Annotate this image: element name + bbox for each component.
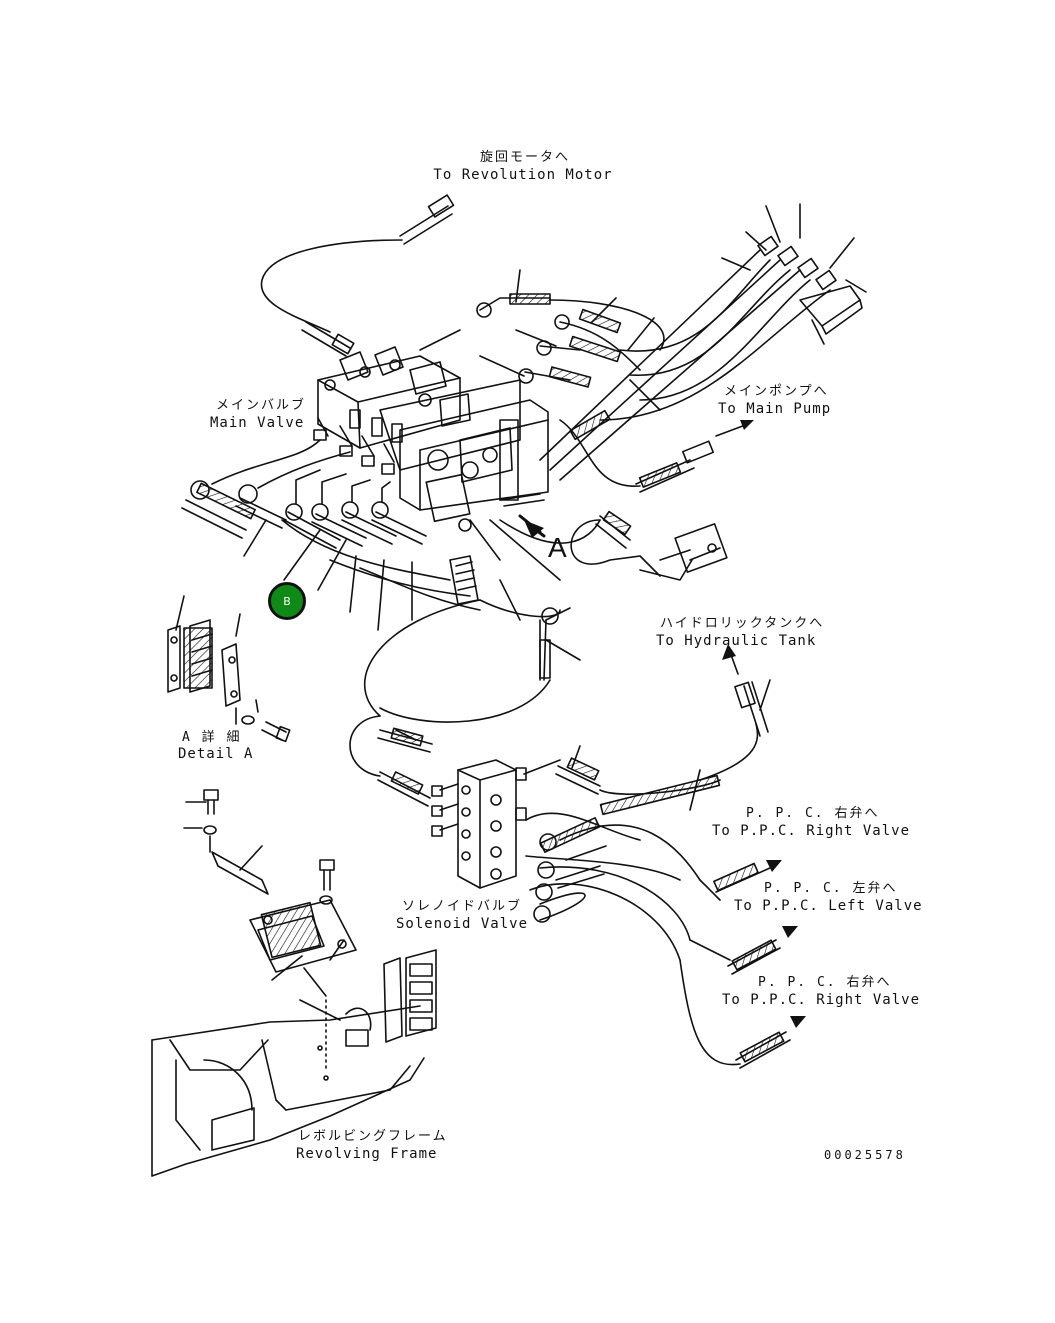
hydraulic-tank-label-jp: ハイドロリックタンクへ bbox=[660, 616, 825, 631]
revolving-frame bbox=[152, 950, 436, 1176]
revolving-frame-label-en: Revolving Frame bbox=[296, 1146, 438, 1162]
revolving-frame-label-jp: レボルビングフレーム bbox=[298, 1129, 448, 1144]
solenoid-valve bbox=[432, 760, 526, 888]
mounting-plate bbox=[250, 900, 356, 996]
detail-a-arrow bbox=[520, 516, 544, 538]
hydraulic-tank-label-en: To Hydraulic Tank bbox=[656, 633, 817, 649]
ppc-left-valve-label-jp: P. P. C. 左弁へ bbox=[764, 881, 898, 896]
ppc-right-valve-1-label-jp: P. P. C. 右弁へ bbox=[746, 806, 880, 821]
solenoid-valve-label-jp: ソレノイドバルブ bbox=[402, 899, 523, 914]
revolution-motor-label-jp: 旋回モータへ bbox=[479, 150, 570, 165]
main-valve-leaders bbox=[420, 270, 660, 410]
main-valve-label-jp: メインバルブ bbox=[216, 398, 307, 413]
revolution-motor-label-en: To Revolution Motor bbox=[433, 167, 613, 183]
ppc-right-valve-2-label-en: To P.P.C. Right Valve bbox=[722, 992, 921, 1008]
ppc-right-valve-2-label-jp: P. P. C. 右弁へ bbox=[758, 975, 892, 990]
revolution-motor-hose bbox=[261, 195, 453, 356]
main-pump-hose bbox=[560, 420, 754, 492]
interconnect-hoses bbox=[350, 512, 727, 806]
bolt-washer-parts bbox=[184, 790, 334, 904]
detail-a-parts bbox=[168, 596, 290, 741]
ppc-right-valve-1-label-en: To P.P.C. Right Valve bbox=[712, 823, 911, 839]
main-pump-label-jp: メインポンプへ bbox=[724, 384, 829, 399]
ppc-left-valve-label-en: To P.P.C. Left Valve bbox=[734, 898, 923, 914]
main-valve-label-en: Main Valve bbox=[210, 415, 305, 431]
hydraulic-tank-hose bbox=[524, 644, 770, 814]
solenoid-valve-label-en: Solenoid Valve bbox=[396, 916, 529, 932]
drawing-number: 00025578 bbox=[824, 1148, 906, 1162]
main-valve-block bbox=[314, 347, 548, 531]
detail-a-label-en: Detail A bbox=[178, 746, 254, 762]
ppc-hoses bbox=[526, 813, 806, 1068]
detail-a-callout: A bbox=[548, 532, 567, 563]
main-pump-label-en: To Main Pump bbox=[718, 401, 832, 417]
detail-a-label-jp: A 詳 細 bbox=[182, 730, 242, 745]
left-hose-bundle bbox=[182, 440, 480, 630]
part-marker-b[interactable]: B bbox=[268, 582, 306, 620]
part-marker-label: B bbox=[283, 594, 291, 608]
pilot-hoses-to-pump bbox=[477, 204, 866, 480]
